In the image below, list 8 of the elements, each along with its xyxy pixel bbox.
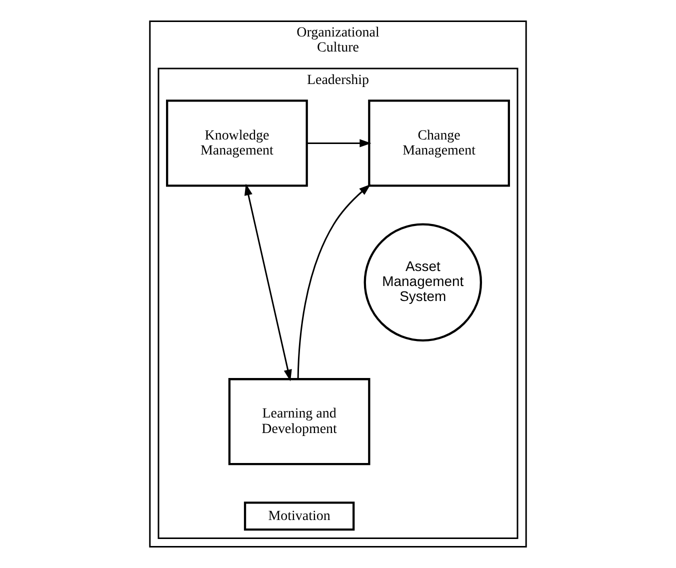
node-circle: Asset Management System xyxy=(364,223,482,342)
arrow xyxy=(297,184,371,379)
node-box: Learning and Development xyxy=(228,378,370,466)
arrow xyxy=(244,184,292,382)
arrow xyxy=(307,139,372,148)
node-box: Knowledge Management xyxy=(166,100,308,187)
node-box: Motivation xyxy=(244,502,355,531)
node-box: Change Management xyxy=(368,100,510,187)
